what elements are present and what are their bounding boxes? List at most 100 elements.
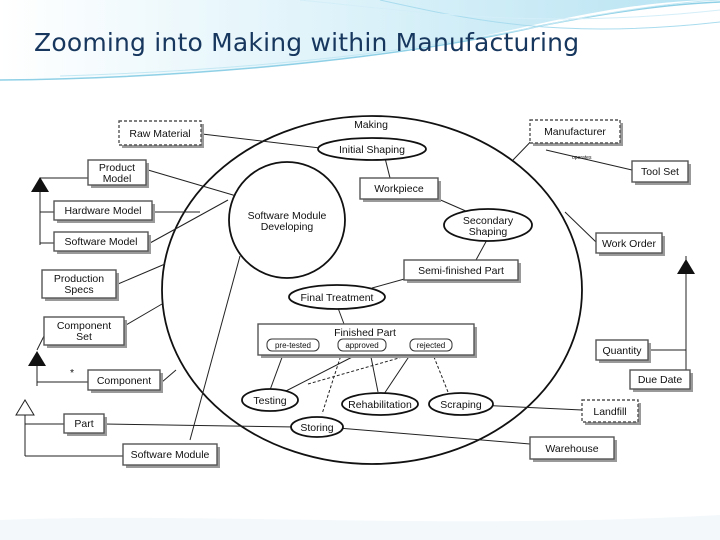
manufacturer-label: Manufacturer (544, 126, 606, 138)
due-date-label: Due Date (638, 374, 683, 386)
landfill-box[interactable] (581, 399, 639, 423)
header-wave-line (59, 0, 720, 77)
edge-app-store (321, 351, 343, 415)
header-wave (0, 0, 720, 79)
final-treatment-label: Final Treatment (301, 292, 374, 304)
edge-rej-reh (383, 351, 413, 395)
edge-sfp-ft (371, 277, 409, 289)
workpiece-label: Workpiece (374, 183, 424, 195)
header-wave-line (299, 0, 720, 20)
warehouse-label: Warehouse (545, 443, 598, 455)
rehabilitation-process[interactable] (341, 392, 419, 416)
product-model-label-1: Product (99, 162, 135, 174)
secondary-shaping-process[interactable] (443, 208, 533, 242)
footer-wave (0, 515, 720, 540)
state-pre-tested-label: pre-tested (275, 341, 311, 350)
edge-ft-fp (337, 307, 345, 325)
work-order-label: Work Order (602, 238, 657, 250)
edge-wo-making (564, 211, 597, 243)
making-label: Making (354, 119, 388, 131)
part-label: Part (74, 418, 93, 430)
testing-label: Testing (253, 395, 286, 407)
software-module-label: Software Module (131, 449, 210, 461)
edge-pre-test (269, 351, 285, 391)
quantity-box[interactable] (595, 339, 649, 361)
landfill-label: Landfill (593, 406, 626, 418)
initial-shaping-process[interactable] (317, 137, 427, 161)
production-specs-label-1: Production (54, 273, 104, 285)
quantity-label: Quantity (602, 345, 642, 357)
hardware-model-box[interactable] (53, 200, 153, 221)
slide-title: Zooming into Making within Manufacturing (34, 28, 580, 57)
software-module-developing-label-2: Developing (261, 221, 314, 233)
operates-label: operates (572, 155, 592, 161)
software-model-box[interactable] (53, 231, 149, 252)
raw-material-label: Raw Material (129, 128, 190, 140)
edge-swdev-swmod (189, 255, 241, 441)
warehouse-box[interactable] (529, 436, 615, 460)
product-model-label-2: Model (103, 173, 132, 185)
component-label: Component (97, 375, 151, 387)
finished-part-label: Finished Part (334, 327, 396, 339)
state-approved[interactable] (337, 338, 387, 352)
edge-wh (337, 427, 531, 445)
edge-sw-making (149, 199, 229, 244)
component-set-box[interactable] (43, 316, 125, 346)
edge-test-app (283, 351, 363, 393)
final-treatment-process[interactable] (288, 284, 386, 310)
software-module-box[interactable] (122, 443, 218, 466)
scraping-process[interactable] (428, 392, 494, 416)
hardware-model-label: Hardware Model (64, 205, 141, 217)
workpiece-box[interactable] (359, 177, 439, 200)
software-module-developing-process[interactable] (228, 161, 346, 279)
header-wave-line (379, 0, 720, 30)
production-specs-box[interactable] (41, 269, 117, 299)
component-set-label-1: Component (57, 320, 111, 332)
edge-model-making (147, 169, 251, 201)
state-rejected-label: rejected (417, 341, 445, 350)
secondary-shaping-label-2: Shaping (469, 226, 508, 238)
storing-label: Storing (300, 422, 333, 434)
component-box[interactable] (87, 369, 161, 391)
software-module-developing-label-1: Software Module (248, 210, 327, 222)
state-rejected[interactable] (409, 338, 453, 352)
multiplicity-label: * (70, 367, 74, 379)
edge-tool (545, 149, 633, 171)
edge-is-wp (384, 157, 391, 179)
generalization-triangle-part (15, 399, 35, 416)
generalization-triangle-component (28, 351, 46, 366)
component-set-label-2: Set (76, 331, 92, 343)
tool-set-label: Tool Set (641, 166, 679, 178)
part-box[interactable] (63, 413, 105, 434)
edge-compset-making (125, 303, 163, 326)
edge-rej-scrap (431, 351, 449, 393)
rehabilitation-label: Rehabilitation (348, 399, 412, 411)
due-date-box[interactable] (629, 369, 691, 390)
header-wave-line (0, 1, 720, 81)
scraping-label: Scraping (440, 399, 482, 411)
manufacturer-box[interactable] (529, 119, 621, 144)
secondary-shaping-label-1: Secondary (463, 215, 514, 227)
edge-comp-making (161, 369, 177, 383)
generalization-triangle-model (31, 177, 49, 192)
production-specs-label-2: Specs (64, 284, 93, 296)
edge-compset (36, 335, 45, 351)
raw-material-box[interactable] (118, 120, 202, 146)
semi-finished-part-box[interactable] (403, 259, 519, 281)
initial-shaping-label: Initial Shaping (339, 144, 405, 156)
edge-reh-app (369, 351, 379, 393)
generalization-triangle-work-order (677, 259, 695, 274)
storing-process[interactable] (290, 416, 344, 438)
edge-specs (117, 263, 166, 285)
edge-part-making (103, 423, 297, 428)
state-approved-label: approved (345, 341, 378, 350)
state-pre-tested[interactable] (266, 338, 320, 352)
testing-process[interactable] (241, 388, 299, 412)
work-order-box[interactable] (595, 232, 663, 254)
tool-set-box[interactable] (631, 160, 689, 183)
product-model-box[interactable] (87, 159, 147, 186)
semi-finished-part-label: Semi-finished Part (418, 265, 504, 277)
software-model-label: Software Model (65, 236, 138, 248)
